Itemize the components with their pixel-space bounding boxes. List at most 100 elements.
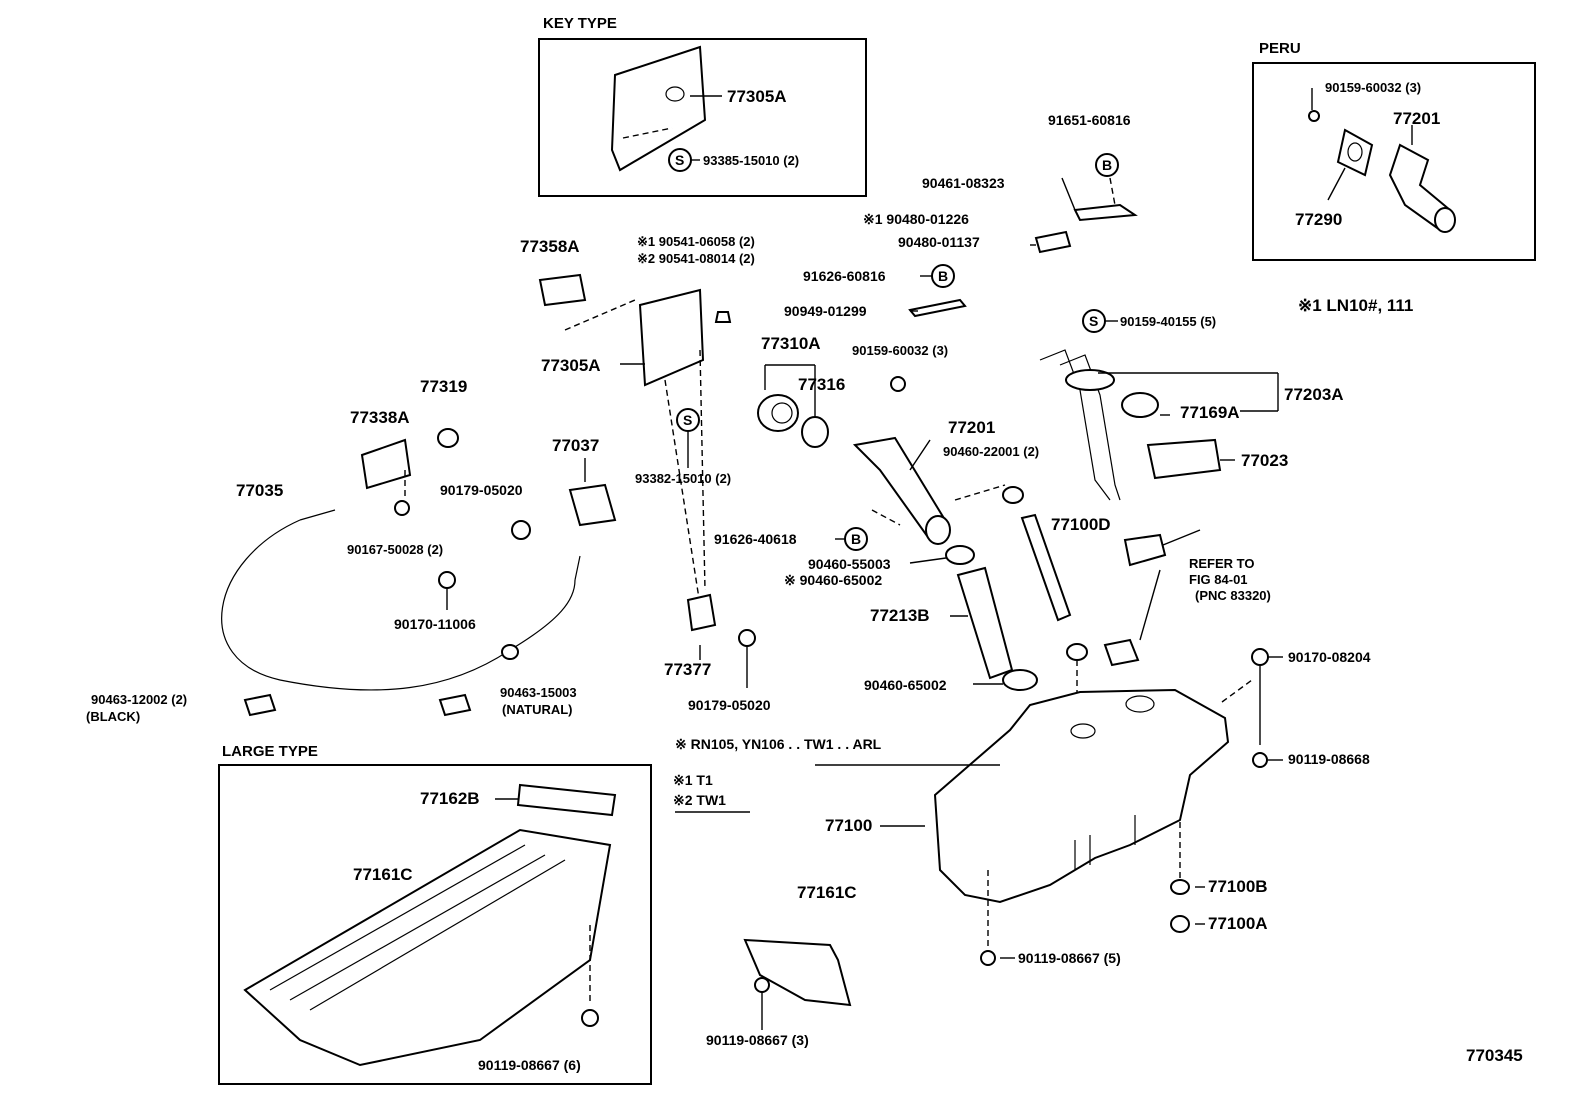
part-label: 77162B [420, 789, 480, 808]
part-label: 77358A [520, 237, 580, 256]
part-label: ※ 90460-65002 [784, 572, 883, 588]
part-label: 77213B [870, 606, 930, 625]
bolt-90119-08667-3 [754, 977, 770, 993]
part-label: 90480-01137 [898, 234, 980, 250]
key-type-title: KEY TYPE [543, 15, 617, 32]
part-label: 91626-40618 [714, 531, 797, 547]
part-label: 77023 [1241, 451, 1289, 470]
cushion-77100B [1170, 879, 1190, 895]
figure-number: 770345 [1466, 1046, 1523, 1065]
b-symbol-letter: B [1102, 157, 1113, 173]
part-label: 90463-12002 (2) [91, 692, 188, 707]
refer-text-3: (PNC 83320) [1195, 588, 1271, 603]
fuel-pump-77023 [1146, 438, 1222, 480]
part-label: 77169A [1180, 403, 1240, 422]
part-label: 90119-08667 (5) [1018, 950, 1121, 966]
fuel-lid-77305A [638, 288, 705, 387]
peru-filler-neck [1308, 110, 1456, 233]
part-label: 90460-65002 [864, 677, 947, 693]
filler-neck-77201 [852, 436, 951, 545]
s-symbol-letter: S [1089, 313, 1099, 329]
bolt-90119-08668 [1252, 752, 1268, 768]
nut-90170-11006 [438, 571, 456, 589]
part-label: 93382-15010 (2) [635, 471, 732, 486]
fuel-sender-gauge [1123, 533, 1167, 567]
part-label: 90119-08667 (3) [706, 1032, 809, 1048]
note-models: ※ RN105, YN106 . . TW1 . . ARL [675, 736, 882, 752]
bolt-90159-mid [890, 376, 906, 392]
part-label: 90463-15003 [500, 685, 577, 700]
part-label: 77161C [797, 883, 857, 902]
key-type-box [538, 38, 867, 197]
part-label: 90159-40155 (5) [1120, 314, 1217, 329]
b-symbol-letter: B [851, 531, 862, 547]
clamp-90480 [1034, 230, 1072, 254]
refer-text-1: REFER TO [1189, 556, 1255, 571]
clamp-90460-65002 [1002, 669, 1038, 691]
part-label: 77310A [761, 334, 821, 353]
note-tw1: ※2 TW1 [673, 792, 726, 808]
nut-90179-a [511, 520, 531, 540]
nut-77100A [1170, 915, 1190, 933]
part-label: (NATURAL) [502, 702, 573, 717]
s-symbol-letter: S [675, 152, 685, 168]
clamp-90460-22001 [1002, 486, 1024, 504]
part-label: 77161C [353, 865, 413, 884]
clip-90463-12002 [243, 693, 277, 717]
part-label: 90170-08204 [1288, 649, 1371, 665]
bolt-90167-50028 [394, 500, 410, 516]
part-label: 77290 [1295, 210, 1343, 229]
part-label: 90170-11006 [394, 616, 476, 632]
part-label: 90159-60032 (3) [1325, 80, 1422, 95]
note-t1: ※1 T1 [673, 772, 713, 788]
s-symbol-letter: S [683, 412, 693, 428]
part-label: 90179-05020 [688, 697, 771, 713]
part-label: 77319 [420, 377, 468, 396]
peru-title: PERU [1259, 40, 1301, 57]
clip-90463-15003 [438, 693, 472, 717]
lock-bracket-77358A [538, 273, 587, 307]
part-label: 93385-15010 (2) [703, 153, 800, 168]
part-label: 90179-05020 [440, 482, 523, 498]
bracket-90461 [1073, 203, 1138, 222]
part-label: 77305A [727, 87, 787, 106]
part-label: 77100A [1208, 914, 1268, 933]
part-label: 90167-50028 (2) [347, 542, 444, 557]
part-label: 90461-08323 [922, 175, 1005, 191]
part-label: 90460-55003 [808, 556, 891, 572]
part-label: 90119-08668 [1288, 751, 1370, 767]
refer-text-2: FIG 84-01 [1189, 572, 1248, 587]
part-label: 77100 [825, 816, 873, 835]
hose-90949 [908, 298, 967, 318]
cushion-77319 [437, 428, 459, 448]
part-label: 77201 [948, 418, 996, 437]
part-label: 77203A [1284, 385, 1344, 404]
peru-box [1252, 62, 1536, 261]
hose-77213B [956, 566, 1014, 680]
screw-90541 [714, 311, 732, 323]
part-label: ※2 90541-08014 (2) [637, 251, 755, 266]
part-label: 77316 [798, 375, 846, 394]
hose-77100D [1020, 513, 1072, 622]
bracket-77377 [686, 593, 717, 632]
release-cable-77035 [221, 509, 581, 691]
part-label: ※1 90480-01226 [863, 211, 969, 227]
filler-cap-77310A [757, 394, 799, 432]
b-symbol-letter: B [938, 268, 949, 284]
fuel-lid-key-type [610, 45, 722, 172]
bracket-77338A [360, 438, 412, 490]
part-label: 77100D [1051, 515, 1111, 534]
b-symbol-icon [1095, 153, 1119, 177]
fuel-tank-77100 [933, 688, 1230, 904]
large-type-title: LARGE TYPE [222, 743, 318, 760]
part-label: 77100B [1208, 877, 1268, 896]
protector-77161C [743, 938, 852, 1007]
part-label: 77377 [664, 660, 712, 679]
part-label: 91651-60816 [1048, 112, 1131, 128]
s-symbol-icon [668, 148, 692, 172]
part-label: 77338A [350, 408, 410, 427]
clamp-lower [1066, 643, 1088, 661]
part-label: 90159-60032 (3) [852, 343, 949, 358]
protector-77161C-large [243, 828, 612, 1067]
